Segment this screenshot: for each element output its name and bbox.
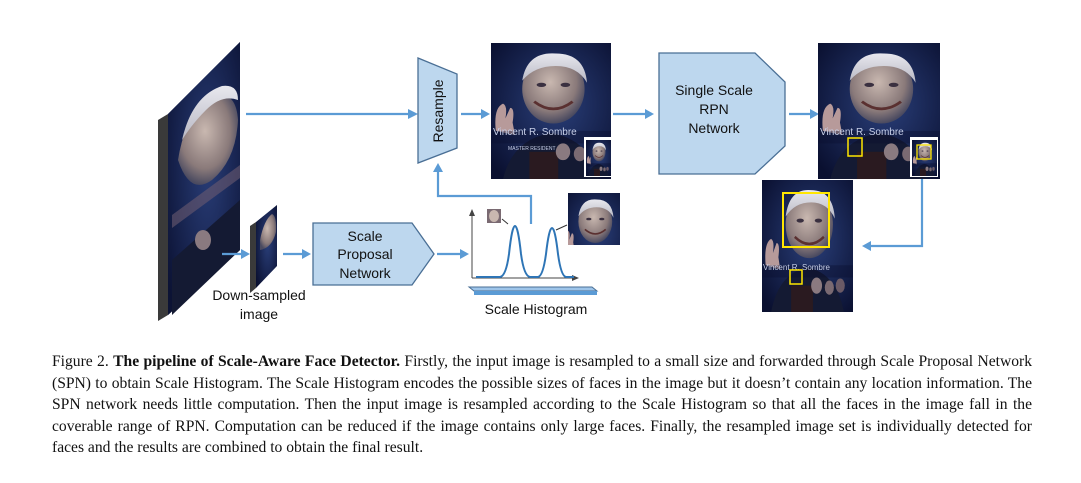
input-image <box>158 42 240 321</box>
rpn-label-line3: Network <box>688 120 740 136</box>
resampled-photo-subtext: MASTER RESIDENT <box>508 146 556 152</box>
rpn-label-line2: RPN <box>699 101 729 117</box>
detection-box-thumb <box>916 144 932 160</box>
rpn-label-line1: Single Scale <box>675 82 753 98</box>
resampled-images: Vincent R. Sombre MASTER RESIDENT <box>491 43 612 179</box>
flow-arrows <box>222 112 924 256</box>
large-face-thumbnail <box>568 193 620 245</box>
spn-label-line1: Scale <box>347 228 382 244</box>
resample-box <box>417 57 458 164</box>
resampled-photo-caption: Vincent R. Sombre <box>493 127 577 138</box>
figure-caption: Figure 2. The pipeline of Scale-Aware Fa… <box>52 351 1032 459</box>
figure-caption-text: Firstly, the input image is resampled to… <box>52 353 1033 456</box>
arrow-heads <box>241 109 871 259</box>
small-face-thumbnail <box>487 209 501 223</box>
downsampled-image <box>250 205 277 293</box>
spn-label-line2: Proposal <box>337 246 392 262</box>
resample-label: Resample <box>430 79 446 142</box>
final-photo-caption: Vincent R. Sombre <box>763 263 831 272</box>
spn-box <box>312 222 435 286</box>
final-result-image: Vincent R. Sombre <box>762 180 853 312</box>
detection-box-small <box>847 137 863 157</box>
figure-title: The pipeline of Scale-Aware Face Detecto… <box>113 353 401 370</box>
figure-label: Figure 2. <box>52 353 109 370</box>
final-detection-box-large <box>782 192 830 248</box>
histogram-label: Scale Histogram <box>485 301 588 317</box>
downsampled-label-line2: image <box>240 306 278 322</box>
histogram-curve <box>476 224 574 278</box>
pipeline-diagram: Down-sampled image Scale Proposal Networ… <box>158 42 940 322</box>
spn-label-line3: Network <box>339 265 391 281</box>
final-detection-box-small <box>789 269 803 285</box>
scale-histogram <box>467 193 620 295</box>
detected-photo-caption: Vincent R. Sombre <box>820 127 904 138</box>
detection-outputs: Vincent R. Sombre <box>818 43 940 179</box>
rpn-box <box>658 52 786 175</box>
downsampled-label-line1: Down-sampled <box>212 287 305 303</box>
